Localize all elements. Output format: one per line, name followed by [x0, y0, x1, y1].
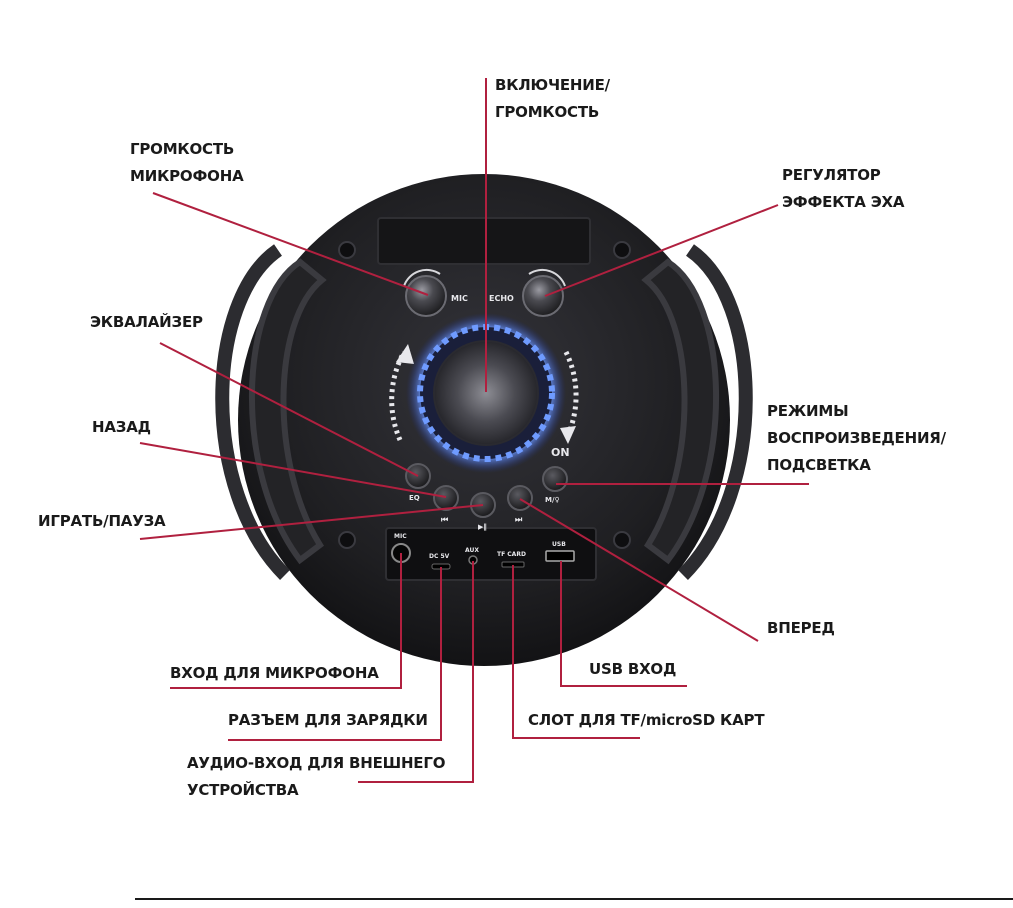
prev-button [433, 485, 459, 511]
leader-back [139, 442, 447, 498]
prev-text: ⏮ [441, 515, 448, 524]
next-text: ⏭ [515, 515, 523, 524]
label-line: НАЗАД [92, 418, 151, 436]
label-line: ВХОД ДЛЯ МИКРОФОНА [170, 664, 379, 682]
next-button [507, 485, 533, 511]
label-tf-slot: СЛОТ ДЛЯ TF/microSD КАРТ [528, 707, 765, 734]
label-line: МИКРОФОНА [130, 167, 244, 185]
screw [613, 531, 631, 549]
label-line: РАЗЪЕМ ДЛЯ ЗАРЯДКИ [228, 711, 428, 729]
label-line: АУДИО-ВХОД ДЛЯ ВНЕШНЕГО [187, 754, 446, 772]
screw [338, 531, 356, 549]
label-equalizer: ЭКВАЛАЙЗЕР [90, 309, 203, 336]
leader-mic-input [170, 553, 402, 689]
port-usb-text: USB [552, 541, 566, 548]
port-tf-text: TF CARD [497, 551, 526, 558]
label-line: ВОСПРОИЗВЕДЕНИЯ/ [767, 429, 946, 447]
leader-play [139, 504, 484, 540]
right-arc-arrowhead [560, 426, 576, 444]
mic-knob [405, 275, 447, 317]
echo-knob [522, 275, 564, 317]
label-aux-input: АУДИО-ВХОД ДЛЯ ВНЕШНЕГО УСТРОЙСТВА [187, 750, 445, 804]
leader-forward [519, 498, 759, 642]
leader-mic-volume [152, 192, 429, 296]
label-modes-light: РЕЖИМЫ ВОСПРОИЗВЕДЕНИЯ/ ПОДСВЕТКА [767, 398, 946, 479]
label-charging-port: РАЗЪЕМ ДЛЯ ЗАРЯДКИ [228, 707, 428, 734]
echo-knob-arrow [528, 269, 566, 287]
left-handle [248, 258, 327, 565]
label-back: НАЗАД [92, 414, 151, 441]
label-mic-volume: ГРОМКОСТЬ МИКРОФОНА [130, 136, 244, 190]
label-usb-input: USB ВХОД [589, 656, 676, 683]
left-handle-outer [215, 244, 290, 580]
left-arc-arrowhead [396, 344, 414, 364]
label-line: УСТРОЙСТВА [187, 781, 299, 799]
screw [338, 241, 356, 259]
label-line: ВПЕРЕД [767, 619, 835, 637]
port-dc-text: DC 5V [429, 553, 450, 560]
port-aux-text: AUX [465, 547, 479, 554]
leader-aux [358, 561, 474, 783]
leader-tf [512, 565, 640, 739]
label-echo-regulator: РЕГУЛЯТОР ЭФФЕКТА ЭХА [782, 162, 905, 216]
eq-text: EQ [409, 494, 420, 502]
display-slot [377, 217, 591, 265]
right-handle-outer [678, 244, 753, 580]
bottom-rule [135, 898, 1013, 900]
mode-text: M/♀ [545, 496, 560, 504]
leader-usb [560, 561, 687, 687]
label-mic-input: ВХОД ДЛЯ МИКРОФОНА [170, 660, 379, 687]
port-mic-text: MIC [394, 533, 407, 540]
leader-lines [139, 78, 809, 783]
on-text: ON [551, 446, 570, 459]
knob-mic-text: MIC [451, 294, 468, 303]
right-dashed-arc [563, 350, 579, 431]
label-line: ПОДСВЕТКА [767, 456, 871, 474]
label-line: ГРОМКОСТЬ [495, 103, 600, 121]
leader-charging [228, 567, 442, 741]
left-dashed-arc [389, 350, 407, 441]
knob-echo-text: ECHO [489, 294, 514, 303]
label-forward: ВПЕРЕД [767, 615, 835, 642]
label-line: РЕЖИМЫ [767, 402, 849, 420]
label-line: ГРОМКОСТЬ [130, 140, 235, 158]
label-line: ВКЛЮЧЕНИЕ/ [495, 76, 610, 94]
label-play-pause: ИГРАТЬ/ПАУЗА [38, 508, 166, 535]
label-line: РЕГУЛЯТОР [782, 166, 881, 184]
label-line: USB ВХОД [589, 660, 677, 678]
label-power-volume: ВКЛЮЧЕНИЕ/ ГРОМКОСТЬ [495, 72, 610, 126]
leader-echo [544, 204, 779, 297]
label-line: ИГРАТЬ/ПАУЗА [38, 512, 166, 530]
label-line: ЭКВАЛАЙЗЕР [90, 313, 203, 331]
usb-port [545, 550, 575, 562]
leader-eq [159, 342, 419, 477]
label-line: ЭФФЕКТА ЭХА [782, 193, 905, 211]
label-line: СЛОТ ДЛЯ TF/microSD КАРТ [528, 711, 765, 729]
play-text: ▶‖ [478, 523, 487, 532]
mode-button [542, 466, 568, 492]
screw [613, 241, 631, 259]
right-handle [641, 258, 720, 565]
mic-knob-arrow [403, 269, 441, 287]
